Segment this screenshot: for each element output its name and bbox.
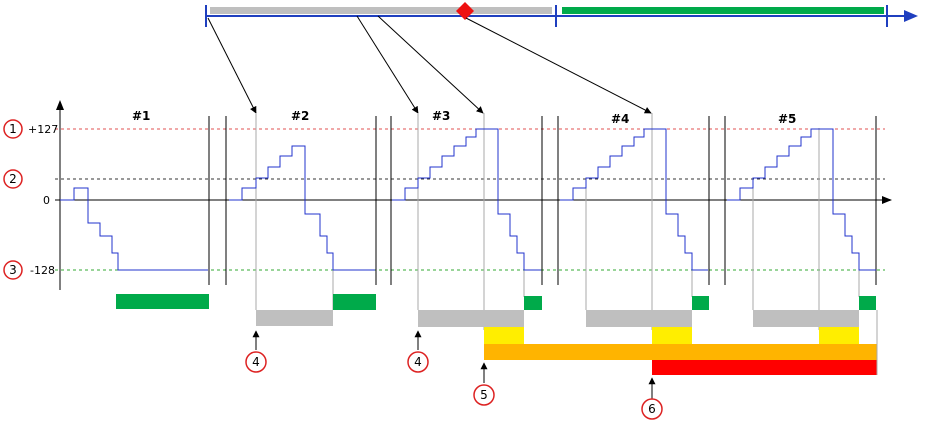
- marker-4b-label: 4: [414, 355, 422, 369]
- gray-bar-2: [256, 310, 333, 326]
- marker-5: 5: [473, 384, 495, 406]
- signals: [60, 128, 876, 271]
- marker-6-label: 6: [648, 402, 656, 416]
- top-timeline: [205, 2, 918, 27]
- timeline-gray-segment: [210, 7, 552, 14]
- y-axis-arrowhead-icon: [56, 100, 64, 110]
- green-bar-4: [692, 296, 709, 310]
- connector-arrow-3: [377, 15, 484, 114]
- marker-4b: 4: [407, 351, 429, 373]
- signal-panel-1: [60, 187, 208, 271]
- orange-bar: [484, 344, 877, 360]
- marker-5-label: 5: [480, 388, 488, 402]
- red-bar: [652, 360, 877, 375]
- signal-panel-2: [229, 145, 375, 271]
- green-bar-3: [524, 296, 542, 310]
- green-bar-2: [333, 294, 376, 310]
- panel-title-3: #3: [432, 109, 450, 123]
- timeline-diamond-marker-icon: [456, 2, 474, 20]
- marker-4a: 4: [245, 351, 267, 373]
- marker-5-circle-icon: [473, 384, 495, 406]
- main-axes: [55, 100, 892, 290]
- connector-arrow-1: [207, 17, 257, 114]
- signal-panel-3: [392, 128, 541, 271]
- panel-title-1: #1: [132, 109, 150, 123]
- panel-title-2: #2: [291, 109, 309, 123]
- marker-3-label: 3: [9, 263, 17, 277]
- label-minus128: -128: [30, 264, 55, 277]
- signal-panel-4: [560, 128, 708, 271]
- x-axis-arrowhead-icon: [882, 196, 892, 204]
- panel-title-4: #4: [611, 112, 629, 126]
- callout-arrows: [252, 330, 656, 399]
- yellow-bar-4: [652, 327, 692, 344]
- marker-4a-circle-icon: [245, 351, 267, 373]
- gray-bar-5: [753, 310, 859, 327]
- marker-3: 3: [3, 260, 23, 280]
- marker-1: 1: [3, 119, 23, 139]
- signal-panel-5: [727, 128, 876, 271]
- connector-arrows: [207, 15, 652, 114]
- marker-2: 2: [3, 169, 23, 189]
- marker-2-label: 2: [9, 172, 17, 186]
- gray-bar-4: [586, 310, 692, 327]
- green-bar-5: [859, 296, 876, 310]
- green-bar-1: [116, 294, 209, 309]
- marker-1-circle-icon: [3, 119, 23, 139]
- marker-6: 6: [641, 398, 663, 420]
- label-zero: 0: [43, 194, 50, 207]
- marker-6-circle-icon: [641, 398, 663, 420]
- connector-arrow-4: [465, 17, 652, 114]
- marker-3-circle-icon: [3, 260, 23, 280]
- marker-1-label: 1: [9, 122, 17, 136]
- timeline-green-segment: [562, 7, 884, 14]
- label-plus127: +127: [28, 123, 58, 136]
- numbered-markers: 1 2 3 4 4 5 6: [3, 119, 663, 420]
- timing-bars: [116, 294, 878, 375]
- marker-4b-circle-icon: [407, 351, 429, 373]
- panel-title-5: #5: [778, 112, 796, 126]
- marker-4a-label: 4: [252, 355, 260, 369]
- timeline-arrowhead-icon: [904, 10, 918, 22]
- gray-bar-3: [418, 310, 524, 327]
- marker-2-circle-icon: [3, 169, 23, 189]
- connector-arrow-2: [356, 15, 419, 114]
- yellow-bar-3: [484, 327, 524, 344]
- guide-lines: [255, 113, 860, 330]
- panel-separators: [208, 116, 877, 285]
- yellow-bar-5: [819, 327, 859, 344]
